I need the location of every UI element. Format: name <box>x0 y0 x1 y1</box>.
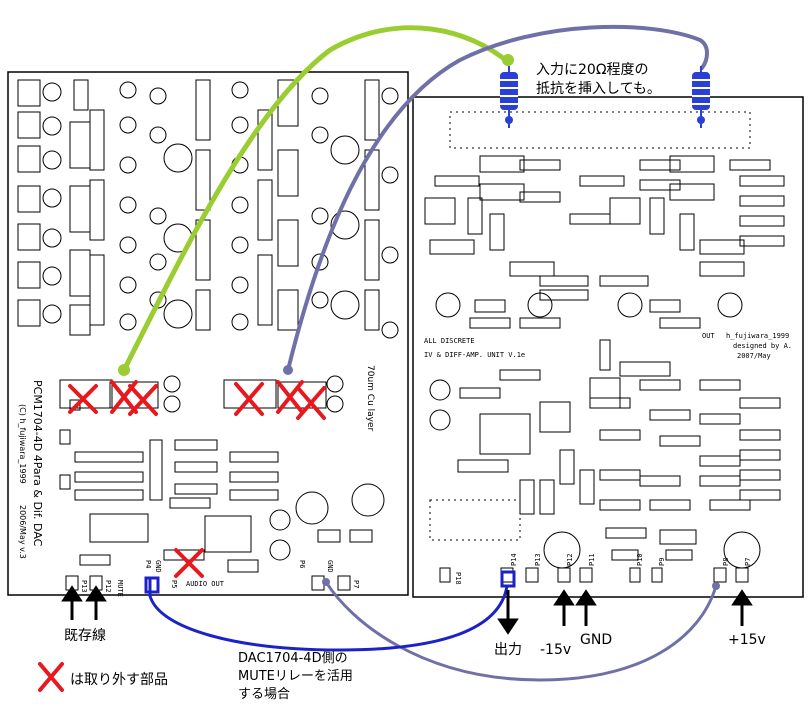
green-wire-end-right <box>502 54 514 66</box>
right-pad-label-p13: P13 <box>534 553 542 566</box>
right-pad-label-p10: P10 <box>636 553 644 566</box>
output-label: 出力 <box>494 642 522 658</box>
remove-legend-icon <box>38 662 64 692</box>
relay-note-line1: DAC1704-4D側の <box>238 651 348 666</box>
left-board-lower-components <box>59 375 385 573</box>
left-board-pads: P13 P12 MUTE P4 GND P5 AUDIO OUT P6 GND … <box>65 560 360 597</box>
blue-wire-pad-left <box>144 576 160 594</box>
x-mark-6 <box>296 386 326 420</box>
x-mark-3 <box>128 384 158 416</box>
left-pad-label-p12: P12 <box>104 580 112 593</box>
existing-wire-arrows <box>61 585 107 620</box>
left-pcb-board: PCM1704-4D 4Para & Dif. DAC (C) h_fujiwa… <box>7 71 409 597</box>
right-pad-label-p7: P7 <box>744 558 752 566</box>
right-board-credit-1: h_fujiwara_1999 <box>726 332 789 340</box>
left-pad-label-gnd2: GND <box>326 560 334 573</box>
purple-wire-bottom-right <box>712 582 720 590</box>
left-board-title: PCM1704-4D 4Para & Dif. DAC <box>31 380 44 547</box>
gnd-arrow <box>575 589 597 626</box>
wires <box>118 24 720 682</box>
purple-wire-end-left <box>283 365 293 375</box>
left-pad-label-gnd: GND <box>154 560 162 573</box>
pos15-arrow <box>731 589 753 626</box>
left-pad-label-p5: P5 <box>170 580 178 588</box>
purple-wire-bottom <box>324 580 718 682</box>
right-board-credit-3: 2007/May <box>737 352 771 360</box>
right-board-out-label: OUT <box>702 332 715 340</box>
series-resistor-right <box>692 66 710 128</box>
left-pad-label-audio-out: AUDIO OUT <box>186 580 225 588</box>
right-pad-label-p9: P9 <box>658 558 666 566</box>
right-pad-label-p8: P8 <box>722 558 730 566</box>
relay-note-line2: MUTEリレーを活用 <box>238 669 353 684</box>
left-board-component-grid <box>17 79 399 339</box>
right-pad-label-p18: P18 <box>454 572 462 585</box>
left-board-credit: (C) h_fujiwara_1999 <box>18 404 27 484</box>
x-mark-1 <box>68 384 98 414</box>
right-board-component-grid <box>424 111 785 583</box>
resistor-note-line1: 入力に20Ω程度の <box>536 62 649 78</box>
right-board-title-1: ALL DISCRETE <box>424 337 475 345</box>
existing-wire-label: 既存線 <box>64 628 106 644</box>
right-pad-label-p14: P14 <box>510 553 518 566</box>
remove-marks <box>68 380 326 578</box>
right-pad-label-p11: P11 <box>588 553 596 566</box>
right-board-credit-2: designed by A. <box>733 342 792 350</box>
blue-wire-pad-right <box>500 570 516 588</box>
right-pcb-board: ALL DISCRETE IV & DIFF-AMP. UNIT V.1e h_… <box>412 96 804 598</box>
resistor-note-line2: 抵抗を挿入しても。 <box>536 81 661 97</box>
left-board-date: 2006/May v.3 <box>18 505 27 559</box>
pad-p7 <box>337 575 351 591</box>
blue-wire <box>148 578 509 652</box>
right-pad-label-p12: P12 <box>566 553 574 566</box>
neg15-label: -15v <box>540 642 571 658</box>
green-wire-end-left <box>118 364 130 376</box>
remove-legend-label: は取り外す部品 <box>70 672 168 688</box>
left-pad-label-p4: P4 <box>144 560 152 568</box>
relay-note-line3: する場合 <box>238 687 290 702</box>
purple-wire-bottom-left <box>322 578 330 586</box>
x-mark-7 <box>174 548 204 578</box>
left-pad-label-mute: MUTE <box>116 580 124 597</box>
series-resistor-left <box>500 66 518 128</box>
output-arrow <box>497 590 519 635</box>
left-pad-label-p6: P6 <box>298 560 306 568</box>
gnd-label: GND <box>580 632 612 648</box>
left-pad-label-p13: P13 <box>80 580 88 593</box>
right-board-title-2: IV & DIFF-AMP. UNIT V.1e <box>424 351 525 359</box>
purple-wire-top <box>286 24 709 372</box>
pos15-label: +15v <box>728 632 766 648</box>
left-pad-label-p7: P7 <box>352 580 360 588</box>
neg15-arrow <box>553 589 575 626</box>
left-board-side-note: 70um Cu layer <box>365 365 375 432</box>
green-wire <box>121 25 511 373</box>
x-mark-4 <box>234 382 264 416</box>
